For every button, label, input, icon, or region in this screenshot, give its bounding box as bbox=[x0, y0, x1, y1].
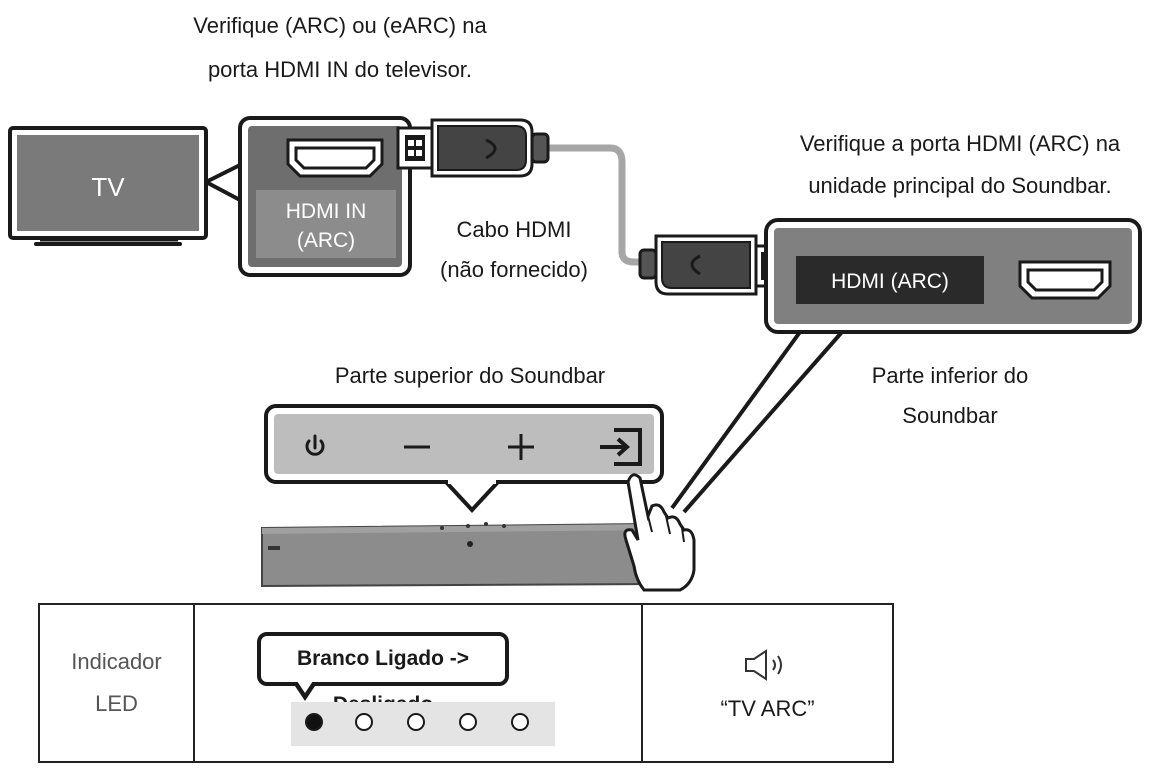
power-icon bbox=[305, 439, 325, 456]
led-dot bbox=[407, 713, 425, 731]
soundbar-hdmi-port-icon bbox=[1018, 260, 1112, 300]
speaker-sound-icon bbox=[744, 649, 782, 681]
led-header-line2: LED bbox=[95, 691, 138, 716]
bottom-of-soundbar-line1: Parte inferior do bbox=[871, 363, 1029, 388]
soundbar-port-label: HDMI (ARC) bbox=[831, 270, 949, 293]
soundbar-port-note: Verifique a porta HDMI (ARC) na unidade … bbox=[770, 128, 1150, 202]
led-header-cell: Indicador LED bbox=[40, 605, 195, 761]
tv-port-note: Verifique (ARC) ou (eARC) na porta HDMI … bbox=[150, 10, 530, 86]
tv-hdmi-port-icon bbox=[286, 138, 384, 178]
led-status-callout: Branco Ligado -> Desligado bbox=[257, 632, 509, 716]
led-header-line1: Indicador bbox=[71, 649, 162, 674]
led-dot bbox=[459, 713, 477, 731]
led-indicator-table: Indicador LED Branco Ligado -> Desligado… bbox=[38, 603, 894, 763]
source-button[interactable] bbox=[600, 428, 642, 466]
tv-port-panel: HDMI IN (ARC) bbox=[205, 116, 412, 277]
plus-icon bbox=[508, 434, 534, 460]
tv-port-label-line1: HDMI IN bbox=[286, 200, 367, 223]
tv-port-note-line2: porta HDMI IN do televisor. bbox=[207, 57, 473, 82]
source-input-icon bbox=[600, 428, 642, 466]
cable-label: Cabo HDMI (não fornecido) bbox=[414, 214, 614, 286]
callout-tail-inner bbox=[297, 681, 313, 693]
cable-connector-tv bbox=[396, 118, 550, 178]
tv-label: TV bbox=[91, 172, 125, 202]
connection-diagram: TV HDMI IN (ARC) bbox=[8, 116, 1142, 592]
bottom-of-soundbar-label: Parte inferior do Soundbar bbox=[840, 360, 1060, 432]
hdmi-cable bbox=[396, 118, 788, 296]
soundbar-port-note-line2: unidade principal do Soundbar. bbox=[808, 173, 1112, 198]
led-dot bbox=[511, 713, 529, 731]
led-dot bbox=[355, 713, 373, 731]
soundbar-top-panel bbox=[264, 404, 664, 513]
soundbar-body bbox=[261, 522, 661, 588]
cable-label-line2: (não fornecido) bbox=[440, 257, 588, 282]
tv-port-note-line1: Verifique (ARC) ou (eARC) na bbox=[193, 13, 487, 38]
cable-label-line1: Cabo HDMI bbox=[456, 217, 572, 242]
top-of-soundbar-label: Parte superior do Soundbar bbox=[334, 363, 606, 388]
led-dot bbox=[305, 713, 323, 731]
led-strip bbox=[291, 702, 555, 746]
voice-prompt-text: “TV ARC” bbox=[720, 696, 815, 721]
hand-icon bbox=[623, 473, 696, 592]
voice-prompt-cell: “TV ARC” bbox=[643, 605, 892, 761]
bottom-of-soundbar-line2: Soundbar bbox=[902, 403, 998, 428]
led-status-cell: Branco Ligado -> Desligado bbox=[195, 605, 643, 761]
volume-up-button[interactable] bbox=[508, 434, 534, 460]
tv-illustration: TV bbox=[8, 126, 208, 246]
soundbar-port-note-line1: Verifique a porta HDMI (ARC) na bbox=[799, 131, 1121, 156]
tv-port-label-line2: (ARC) bbox=[297, 229, 355, 252]
soundbar-port-panel: HDMI (ARC) bbox=[670, 218, 1142, 514]
power-button[interactable] bbox=[305, 434, 325, 456]
